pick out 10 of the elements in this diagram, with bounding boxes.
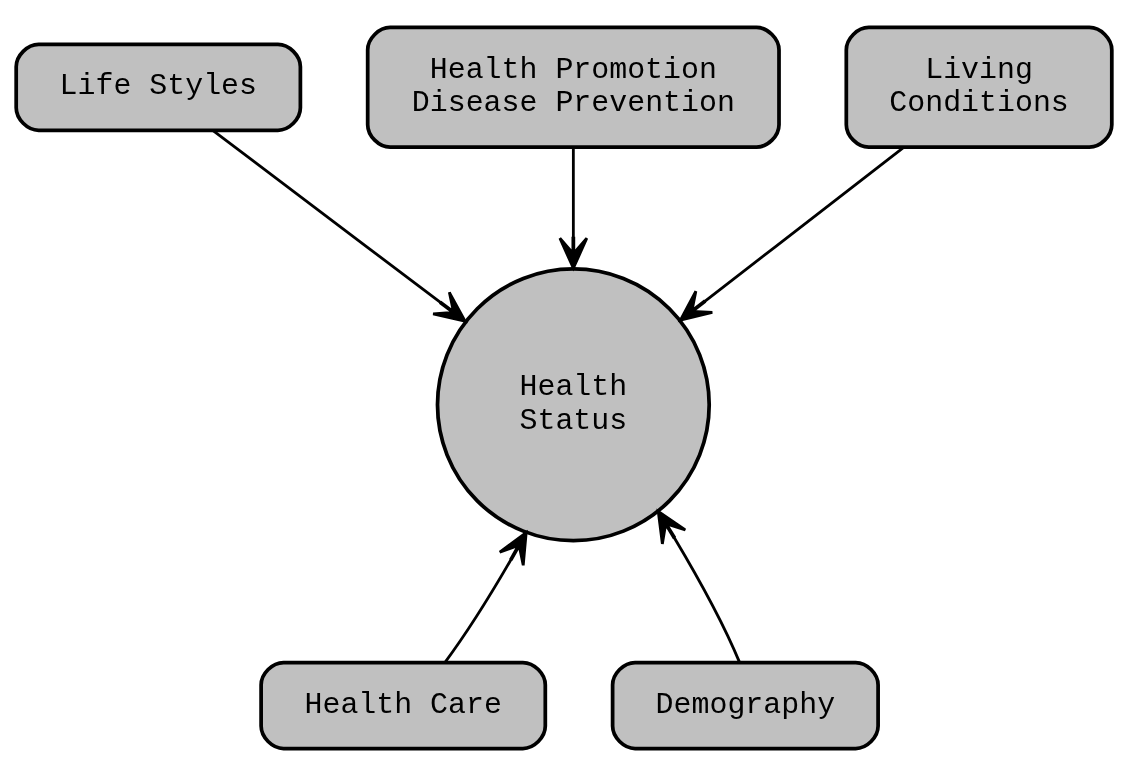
arrow: [656, 510, 741, 663]
node-box: Demography: [610, 660, 880, 751]
node-box: Health Promotion Disease Prevention: [365, 25, 781, 149]
node-box: Living Conditions: [844, 25, 1114, 149]
node-box: Health Care: [259, 660, 548, 751]
arrow: [558, 147, 589, 270]
node-box: Life Styles: [14, 42, 303, 133]
arrow: [443, 531, 528, 664]
arrow: [212, 129, 467, 323]
arrow: [679, 146, 905, 322]
